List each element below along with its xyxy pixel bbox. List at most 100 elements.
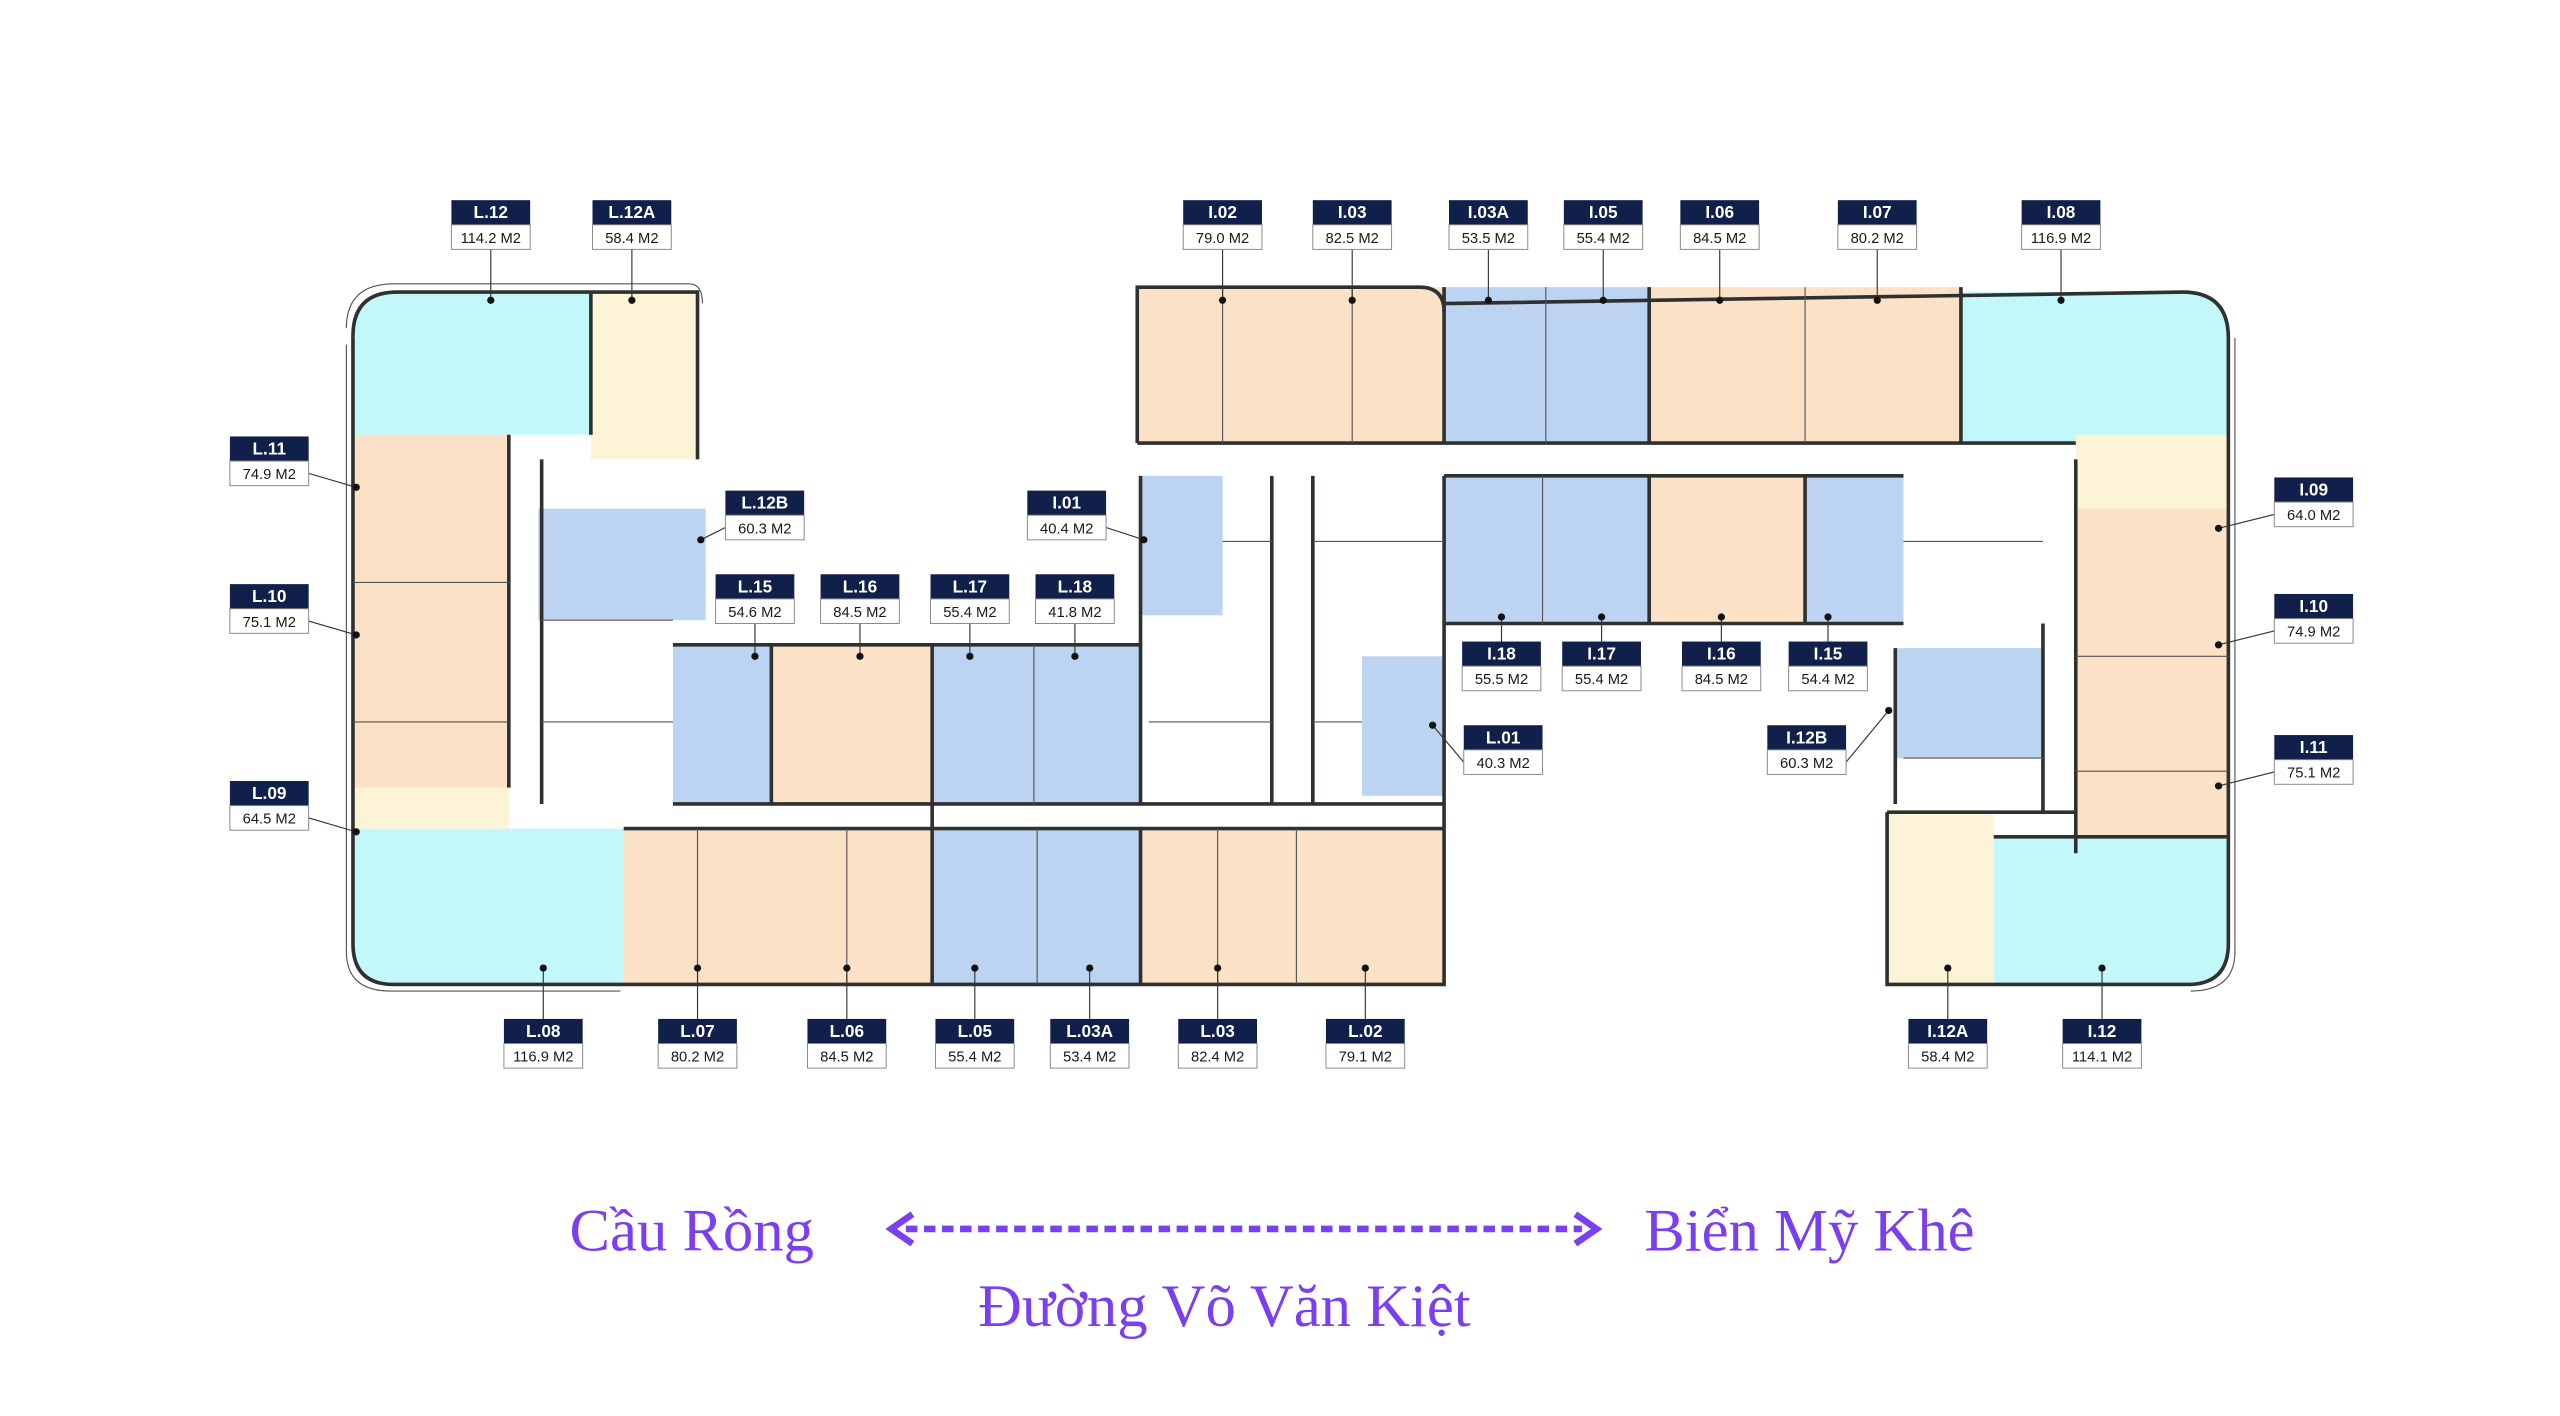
leader-line: [1845, 710, 1890, 763]
unit-area: 53.4 M2: [1063, 1050, 1116, 1066]
label-body: [229, 805, 310, 831]
unit-marker-dot: [2214, 524, 2223, 532]
label-body: [2273, 618, 2354, 644]
unit-L11-L10-area: [352, 434, 509, 788]
unit-code: L.10: [252, 586, 286, 606]
label-header: [229, 584, 309, 609]
unit-marker-dot: [487, 296, 495, 304]
unit-marker-dot: [693, 964, 702, 972]
label-body: [503, 1043, 584, 1069]
unit-marker-dot: [751, 652, 759, 660]
leader-line: [308, 620, 357, 636]
label-body: [930, 598, 1010, 624]
label-body: [1463, 749, 1544, 775]
label-header: [1183, 200, 1262, 225]
label-header: [1680, 200, 1760, 225]
unit-code: I.03: [1338, 202, 1367, 222]
unit-area: 55.4 M2: [948, 1050, 1001, 1066]
label-body: [1561, 665, 1642, 692]
label-header: [935, 1018, 1015, 1044]
unit-marker-dot: [2098, 964, 2106, 972]
unit-area: 75.1 M2: [2287, 766, 2340, 782]
unit-I01-area: [1140, 475, 1223, 616]
unit-code: L.12B: [741, 493, 788, 513]
label-header: [2274, 593, 2354, 619]
label-header: [2274, 735, 2354, 760]
label-body: [1681, 665, 1762, 692]
unit-code: L.12: [474, 202, 508, 222]
unit-area: 58.4 M2: [1921, 1050, 1974, 1066]
leader-line: [700, 526, 726, 541]
unit-code: I.09: [2299, 480, 2328, 500]
label-body: [1026, 514, 1107, 541]
unit-L15-area: [672, 644, 772, 804]
unit-area: 54.6 M2: [728, 605, 781, 621]
unit-code: I.12B: [1786, 727, 1827, 747]
leader-line: [1105, 526, 1144, 541]
unit-area: 55.4 M2: [1577, 231, 1630, 247]
label-header: [229, 781, 309, 806]
unit-marker-dot: [1484, 296, 1492, 304]
unit-marker-dot: [1214, 964, 1222, 972]
leader-line: [308, 472, 357, 488]
label-header: [451, 200, 531, 225]
unit-marker-dot: [1716, 296, 1724, 304]
label-header: [1837, 200, 1917, 225]
street-name-label: Đường Võ Văn Kiệt: [978, 1273, 1471, 1340]
unit-label[interactable]: I.09 64.0 M2: [2214, 477, 2354, 532]
unit-L17-L18-area: [932, 644, 1141, 804]
unit-area: 54.4 M2: [1801, 672, 1854, 688]
label-header: [229, 436, 309, 462]
unit-area: 75.1 M2: [243, 615, 296, 631]
label-header: [820, 574, 900, 599]
label-body: [1035, 598, 1115, 624]
label-header: [1767, 725, 1847, 750]
label-body: [450, 224, 531, 250]
unit-marker-dot: [1361, 964, 1369, 972]
unit-L12-area: [352, 292, 591, 435]
label-body: [1182, 224, 1263, 250]
unit-I12A-area: [1887, 812, 1994, 985]
unit-I12B-area: [1895, 648, 2043, 759]
unit-marker-dot: [971, 964, 979, 972]
label-header: [1035, 574, 1115, 599]
unit-code: L.07: [680, 1021, 714, 1041]
label-body: [715, 598, 795, 624]
unit-label[interactable]: L.10 75.1 M2: [229, 584, 360, 639]
unit-area: 64.0 M2: [2287, 508, 2340, 524]
